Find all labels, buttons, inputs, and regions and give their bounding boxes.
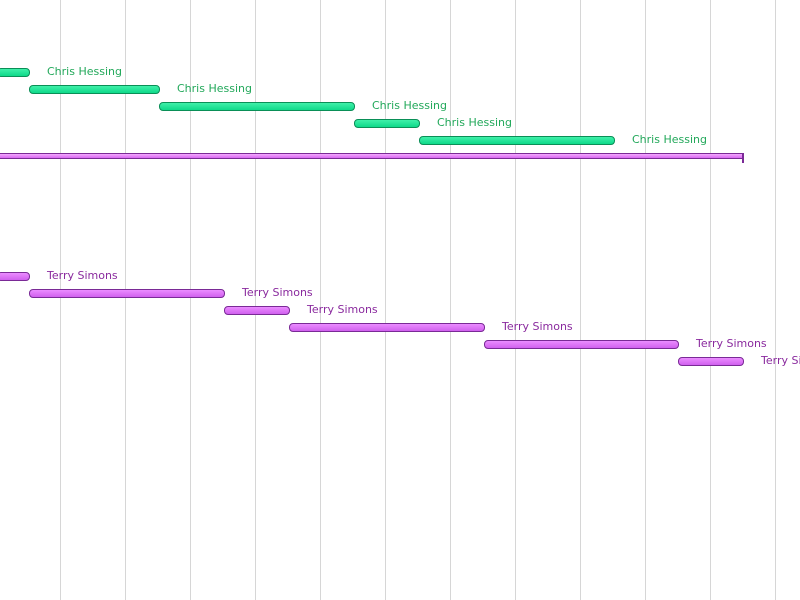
terry-task-label: Terry Simons (307, 303, 378, 316)
chris-task-bar[interactable] (159, 102, 355, 111)
terry-task-bar[interactable] (289, 323, 485, 332)
timeline-gridline (125, 0, 126, 600)
terry-task-label: Terry Simons (696, 337, 767, 350)
terry-task-label: Terry Simons (761, 354, 800, 367)
chris-task-bar[interactable] (419, 136, 615, 145)
terry-task-bar[interactable] (678, 357, 744, 366)
terry-task-bar[interactable] (484, 340, 679, 349)
timeline-gridline (385, 0, 386, 600)
chris-task-label: Chris Hessing (177, 82, 252, 95)
terry-task-label: Terry Simons (242, 286, 313, 299)
terry-task-label: Terry Simons (47, 269, 118, 282)
timeline-gridline (645, 0, 646, 600)
timeline-gridline (580, 0, 581, 600)
terry-task-bar[interactable] (224, 306, 290, 315)
chris-task-bar[interactable] (354, 119, 420, 128)
terry-task-label: Terry Simons (502, 320, 573, 333)
timeline-gridline (60, 0, 61, 600)
timeline-gridline (450, 0, 451, 600)
chris-task-label: Chris Hessing (47, 65, 122, 78)
chris-task-bar[interactable] (29, 85, 160, 94)
timeline-gridline (775, 0, 776, 600)
terry-task-bar[interactable] (0, 272, 30, 281)
chris-task-label: Chris Hessing (437, 116, 512, 129)
timeline-gridline (515, 0, 516, 600)
terry-task-bar[interactable] (29, 289, 225, 298)
chris-task-label: Chris Hessing (632, 133, 707, 146)
timeline-gridline (320, 0, 321, 600)
chris-task-bar[interactable] (0, 68, 30, 77)
summary-end-marker (742, 153, 744, 163)
timeline-gridline (255, 0, 256, 600)
summary-task-bar[interactable] (0, 153, 744, 159)
chris-task-label: Chris Hessing (372, 99, 447, 112)
timeline-gridline (190, 0, 191, 600)
timeline-gridline (710, 0, 711, 600)
